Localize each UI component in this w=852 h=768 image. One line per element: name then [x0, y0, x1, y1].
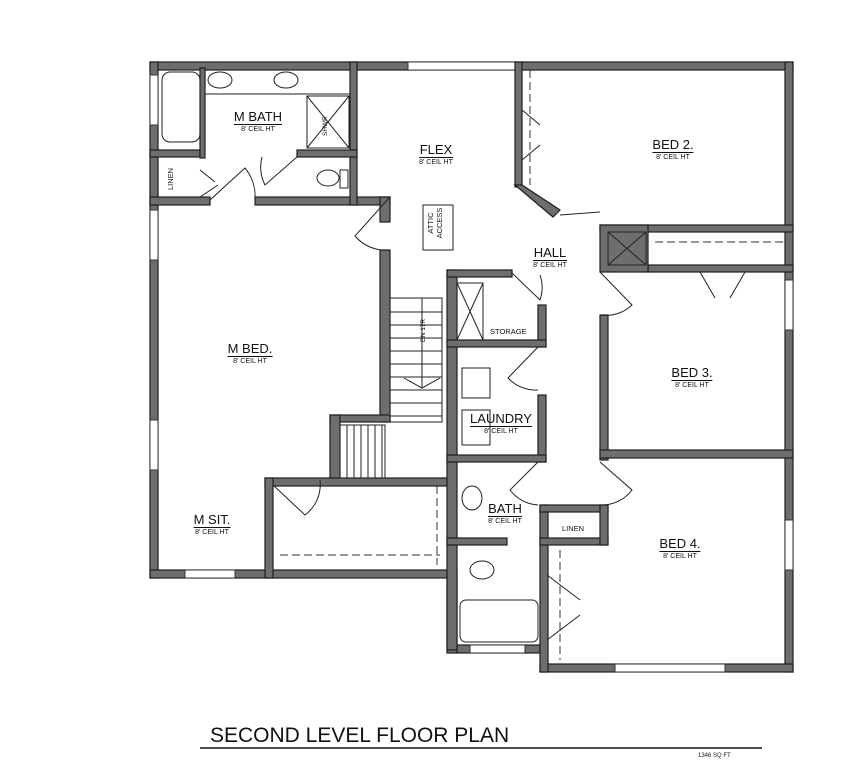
square-footage: 1346 SQ FT: [698, 753, 731, 759]
room-label-m-bed: M BED.8' CEIL HT: [227, 341, 273, 366]
room-label-bed2: BED 2.8' CEIL HT: [652, 137, 694, 162]
linen-label-hall: LINEN: [562, 524, 585, 533]
ceiling-height: 8' CEIL HT: [675, 382, 709, 389]
ceiling-height: 8' CEIL HT: [484, 428, 518, 435]
stair-tread: [339, 424, 386, 479]
room-name: M SIT.: [193, 512, 231, 528]
room-name: FLEX: [419, 142, 453, 158]
room-label-bed4: BED 4.8' CEIL HT: [659, 536, 701, 561]
doors: [199, 109, 746, 641]
stairs: [339, 297, 443, 479]
ceiling-height: 8' CEIL HT: [233, 358, 267, 365]
attic-access-label: ATTIC ACCESS: [426, 207, 444, 239]
room-name: BED 3.: [671, 365, 713, 381]
linen-label-master: LINEN: [166, 167, 175, 190]
ceiling-height: 8' CEIL HT: [488, 518, 522, 525]
fixtures: [161, 69, 785, 660]
stairs-label: DN 17R: [420, 318, 427, 342]
stair-tread: [403, 377, 441, 389]
room-name: BED 2.: [652, 137, 694, 153]
ceiling-height: 8' CEIL HT: [656, 154, 690, 161]
stair-tread: [389, 297, 443, 423]
room-name: M BED.: [227, 341, 273, 357]
room-name: BATH: [488, 501, 522, 517]
ceiling-height: 8' CEIL HT: [195, 529, 229, 536]
ceiling-height: 8' CEIL HT: [533, 262, 567, 269]
room-label-m-sit: M SIT.8' CEIL HT: [193, 512, 231, 537]
room-label-bed3: BED 3.8' CEIL HT: [671, 365, 713, 390]
plan-title: SECOND LEVEL FLOOR PLAN: [210, 724, 510, 747]
ceiling-height: 8' CEIL HT: [663, 553, 697, 560]
room-name: LAUNDRY: [470, 411, 532, 427]
shower-label: SHWR: [322, 116, 329, 136]
room-name: M BATH: [233, 109, 283, 125]
ceiling-height: 8' CEIL HT: [419, 159, 453, 166]
room-name: BED 4.: [659, 536, 701, 552]
room-name: HALL: [533, 245, 567, 261]
storage-label: STORAGE: [490, 327, 527, 336]
interior-walls: [149, 61, 794, 673]
ceiling-height: 8' CEIL HT: [241, 126, 275, 133]
